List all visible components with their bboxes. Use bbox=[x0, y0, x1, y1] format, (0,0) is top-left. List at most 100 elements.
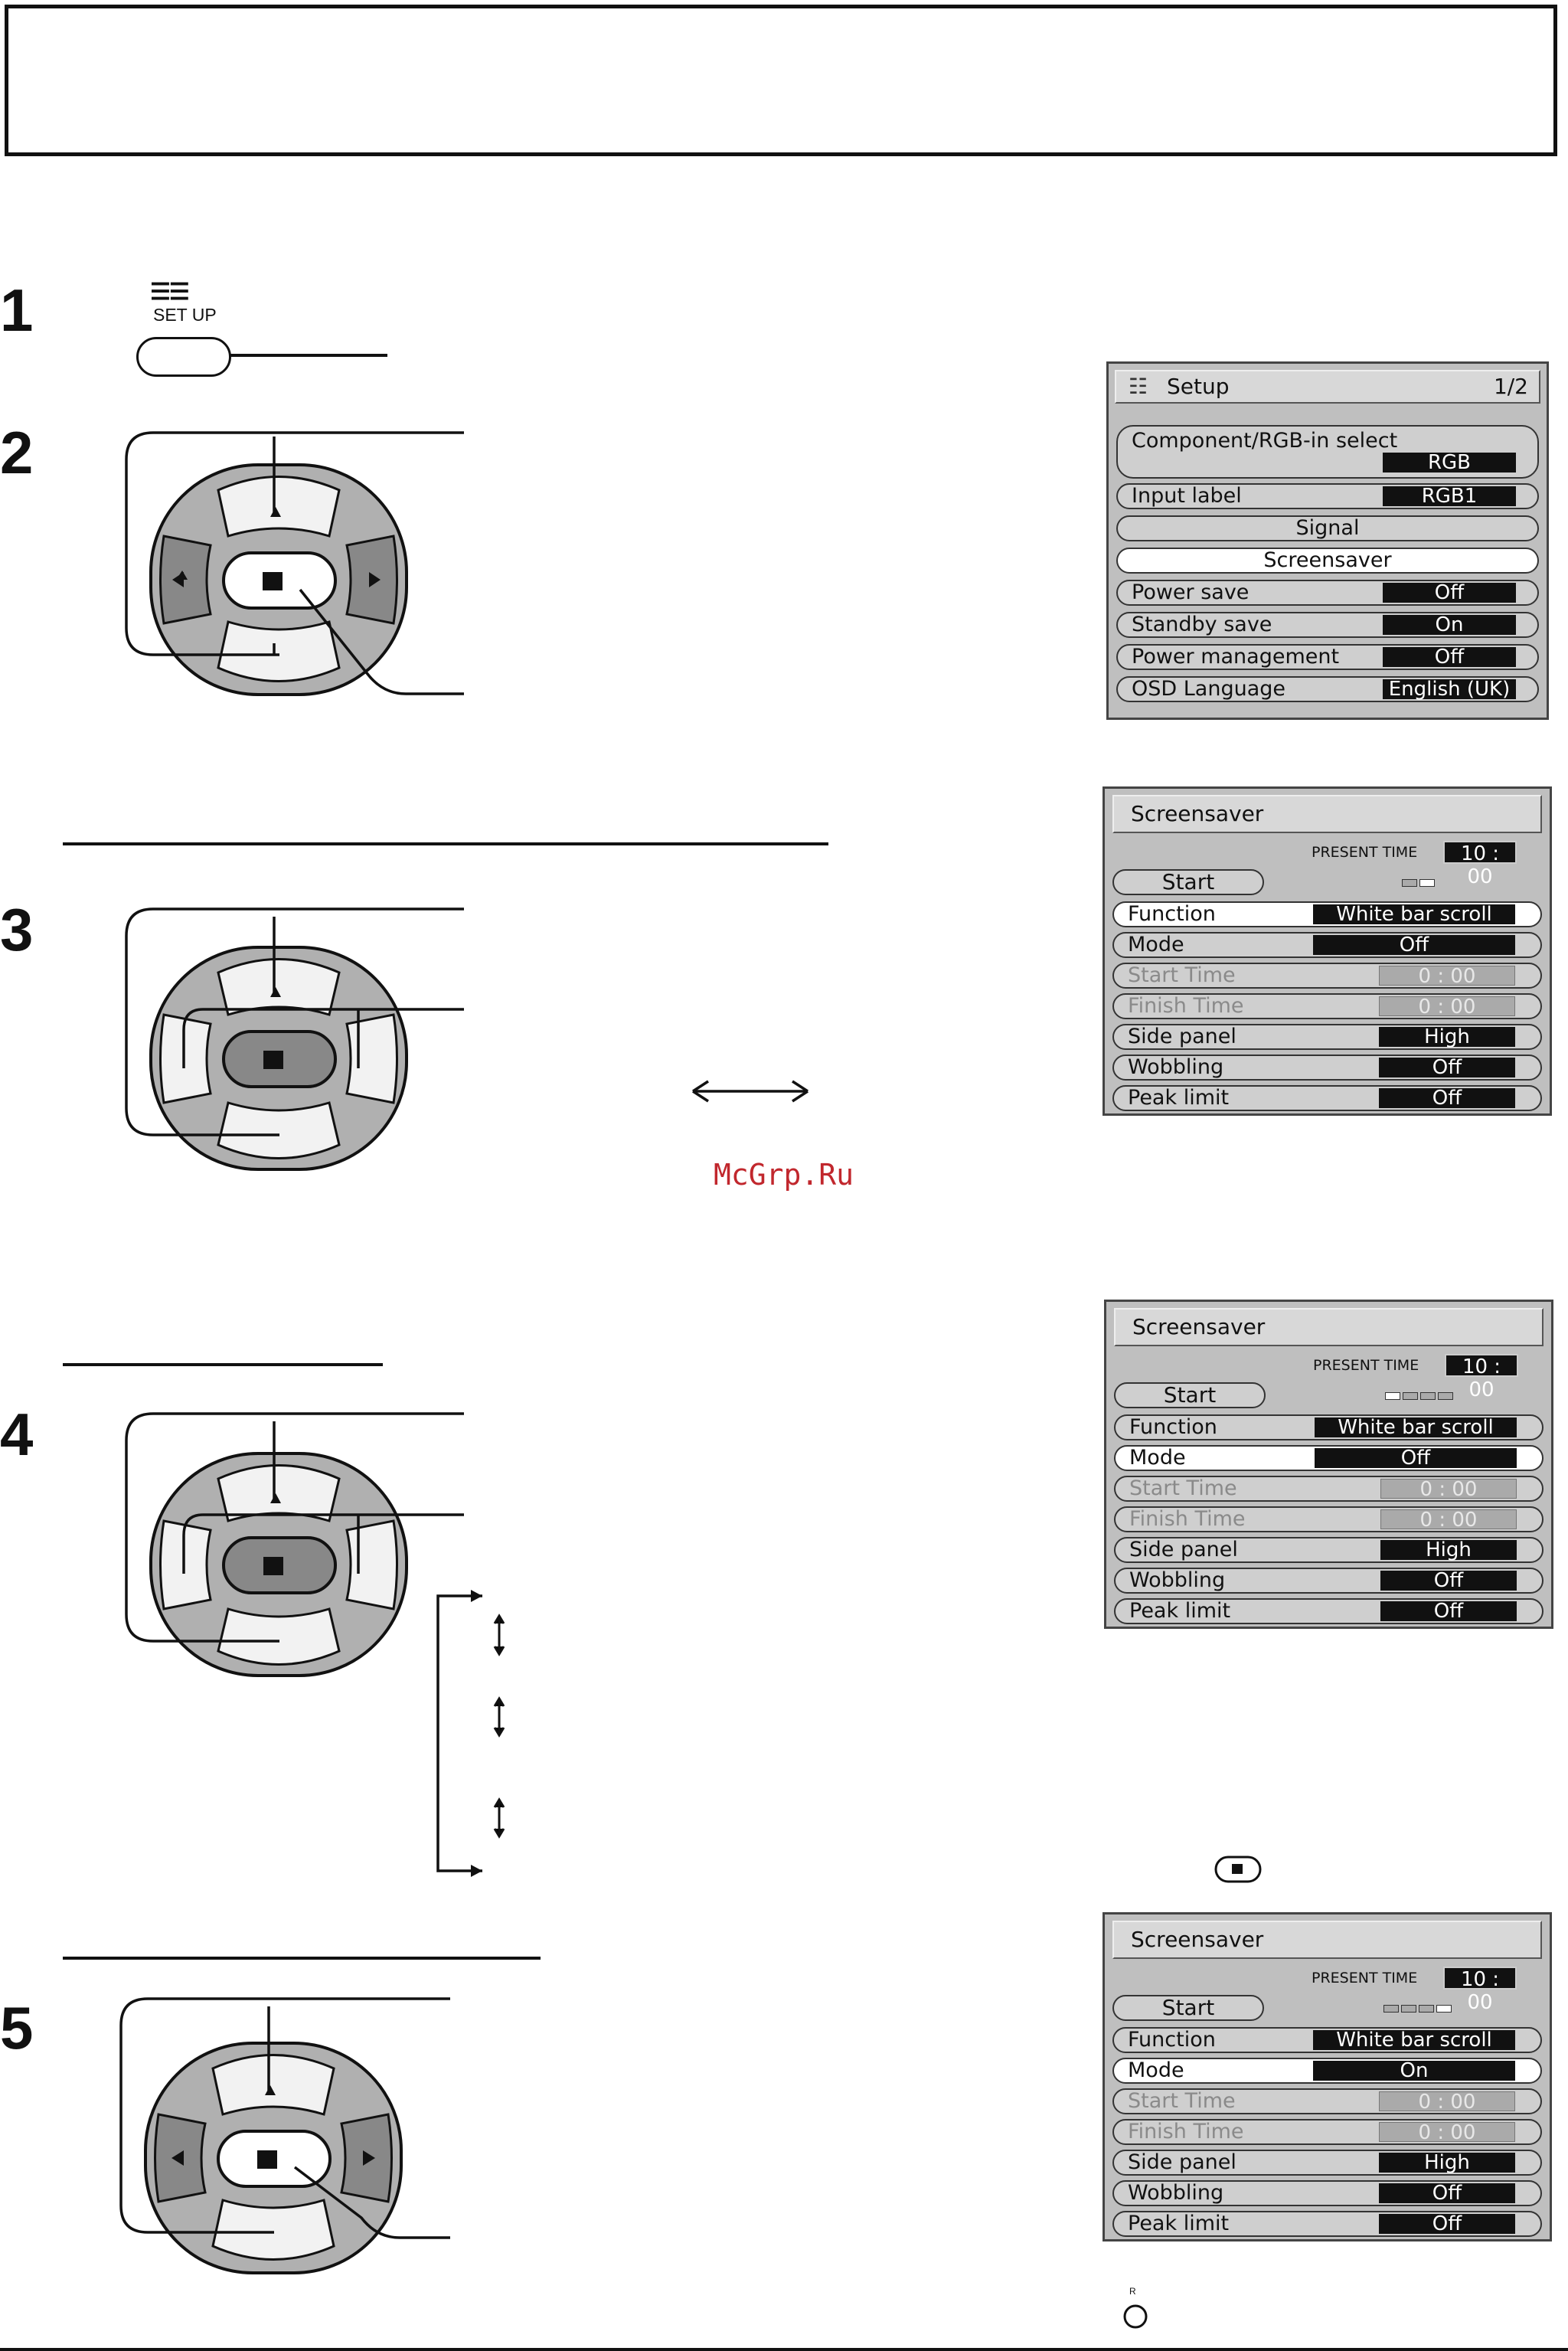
row-input-label[interactable]: Input label RGB1 bbox=[1116, 483, 1539, 509]
footer-rule bbox=[0, 2348, 1568, 2351]
section-rule-4 bbox=[63, 1363, 383, 1366]
start-button[interactable]: Start bbox=[1112, 1995, 1264, 2021]
row-function[interactable]: Function White bar scroll bbox=[1112, 901, 1542, 927]
row-screensaver[interactable]: Screensaver bbox=[1116, 548, 1539, 574]
row-component-rgb-select[interactable]: Component/RGB-in select RGB bbox=[1116, 425, 1539, 479]
present-time-label: PRESENT TIME bbox=[1312, 1970, 1418, 1986]
row-peak-limit[interactable]: Peak limit Off bbox=[1112, 2211, 1542, 2237]
row-osd-language[interactable]: OSD Language English (UK) bbox=[1116, 676, 1539, 702]
step-number-5: 5 bbox=[0, 1994, 34, 2062]
row-value: English (UK) bbox=[1383, 679, 1516, 699]
progress-dots bbox=[1402, 879, 1437, 889]
row-value: 0 : 00 bbox=[1380, 1479, 1517, 1499]
row-label: Function bbox=[1128, 902, 1216, 926]
row-label: Power save bbox=[1132, 580, 1250, 604]
start-button[interactable]: Start bbox=[1114, 1382, 1266, 1408]
return-button[interactable] bbox=[1125, 2306, 1146, 2327]
return-button-label: R bbox=[1129, 2286, 1136, 2297]
row-value: 0 : 00 bbox=[1379, 2122, 1515, 2143]
row-value: Off bbox=[1379, 2214, 1515, 2234]
setup-button-label: SET UP bbox=[153, 305, 217, 325]
row-label: Signal bbox=[1295, 516, 1360, 540]
row-label: Function bbox=[1128, 2028, 1216, 2052]
cursor-pad-step3 bbox=[125, 907, 808, 1171]
row-label: Peak limit bbox=[1128, 2212, 1230, 2235]
section-rule-3 bbox=[63, 842, 828, 845]
row-value: 0 : 00 bbox=[1379, 966, 1515, 986]
row-finish-time: Finish Time 0 : 00 bbox=[1112, 993, 1542, 1019]
header-box bbox=[5, 5, 1557, 156]
row-value: Off bbox=[1379, 1088, 1515, 1108]
present-time-label: PRESENT TIME bbox=[1312, 844, 1418, 861]
row-label: Start Time bbox=[1128, 2089, 1236, 2113]
present-time-label: PRESENT TIME bbox=[1313, 1357, 1419, 1374]
row-value: RGB bbox=[1383, 453, 1516, 472]
row-label: Power management bbox=[1132, 645, 1340, 669]
row-label: Peak limit bbox=[1128, 1086, 1230, 1110]
row-value: Off bbox=[1383, 583, 1516, 603]
row-peak-limit[interactable]: Peak limit Off bbox=[1114, 1598, 1544, 1624]
row-value: Off bbox=[1380, 1601, 1517, 1621]
row-label: OSD Language bbox=[1132, 677, 1286, 701]
row-value: White bar scroll bbox=[1313, 904, 1515, 924]
row-label: Finish Time bbox=[1128, 994, 1244, 1018]
row-signal[interactable]: Signal bbox=[1116, 515, 1539, 541]
row-standby-save[interactable]: Standby save On bbox=[1116, 612, 1539, 638]
row-value: High bbox=[1380, 1540, 1517, 1560]
start-button[interactable]: Start bbox=[1112, 869, 1264, 895]
row-side-panel[interactable]: Side panel High bbox=[1112, 2150, 1542, 2176]
step-number-2: 2 bbox=[0, 419, 34, 486]
row-label: Component/RGB-in select bbox=[1132, 429, 1398, 453]
row-value: 0 : 00 bbox=[1380, 1509, 1517, 1530]
row-start-time: Start Time 0 : 00 bbox=[1112, 2088, 1542, 2114]
row-label: Wobbling bbox=[1128, 2181, 1224, 2205]
screensaver-menu-2: Screensaver PRESENT TIME 10 : 00 Start F… bbox=[1104, 1300, 1553, 1629]
row-label: Start Time bbox=[1129, 1476, 1237, 1500]
row-power-save[interactable]: Power save Off bbox=[1116, 580, 1539, 606]
row-value: 0 : 00 bbox=[1379, 996, 1515, 1017]
row-value: High bbox=[1379, 2153, 1515, 2173]
row-value: Off bbox=[1383, 647, 1516, 667]
row-value: RGB1 bbox=[1383, 486, 1516, 506]
row-start-time: Start Time 0 : 00 bbox=[1114, 1476, 1544, 1502]
step-number-3: 3 bbox=[0, 896, 34, 963]
row-value: On bbox=[1313, 2061, 1515, 2081]
cursor-pad-step2 bbox=[125, 431, 464, 696]
row-label: Mode bbox=[1129, 1446, 1186, 1470]
row-value: White bar scroll bbox=[1315, 1417, 1517, 1437]
row-value: Off bbox=[1313, 935, 1515, 955]
row-value: 0 : 00 bbox=[1379, 2091, 1515, 2112]
row-peak-limit[interactable]: Peak limit Off bbox=[1112, 1085, 1542, 1111]
progress-dots bbox=[1385, 1392, 1455, 1402]
setup-menu-title: Setup bbox=[1167, 374, 1230, 399]
setup-button-leader bbox=[230, 354, 387, 357]
row-mode[interactable]: Mode Off bbox=[1112, 932, 1542, 958]
setup-menu-title-bar: ☷Setup 1/2 bbox=[1115, 370, 1540, 404]
row-mode[interactable]: Mode Off bbox=[1114, 1445, 1544, 1471]
screensaver-menu-3-title: Screensaver bbox=[1112, 1921, 1542, 1959]
row-label: Peak limit bbox=[1129, 1599, 1231, 1623]
row-label: Mode bbox=[1128, 933, 1184, 956]
setup-list-icon: ☷ bbox=[1129, 374, 1148, 399]
row-value: On bbox=[1383, 615, 1516, 635]
setup-button[interactable] bbox=[136, 337, 231, 377]
row-power-management[interactable]: Power management Off bbox=[1116, 644, 1539, 670]
progress-dots bbox=[1383, 2005, 1454, 2015]
row-label: Standby save bbox=[1132, 613, 1272, 636]
watermark: McGrp.Ru bbox=[714, 1158, 854, 1192]
row-label: Screensaver bbox=[1263, 548, 1392, 572]
row-value: Off bbox=[1315, 1448, 1517, 1468]
row-label: Side panel bbox=[1128, 2150, 1236, 2174]
present-time-value: 10 : 00 bbox=[1443, 1967, 1517, 2014]
row-label: Start Time bbox=[1128, 963, 1236, 987]
